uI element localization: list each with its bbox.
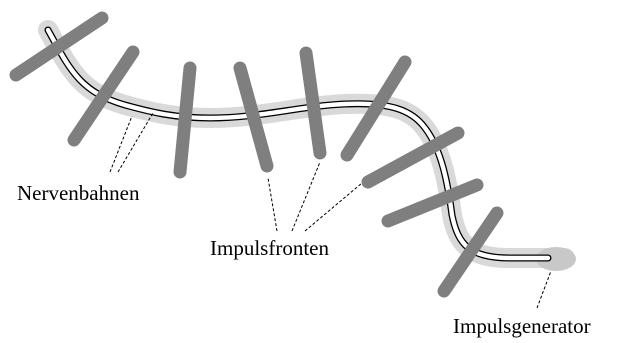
generator-leader	[537, 271, 551, 308]
impulse-front	[306, 53, 320, 153]
nerve-pathways-label: Nervenbahnen	[17, 181, 140, 205]
impulse-front	[180, 68, 190, 172]
impulse-generator-label: Impulsgenerator	[453, 314, 591, 338]
impulse-front	[388, 185, 477, 221]
impulse-front-leaders	[268, 162, 362, 231]
nerve-pathway-leaders	[110, 113, 153, 172]
impulse-fronts-label: Impulsfronten	[210, 236, 329, 260]
